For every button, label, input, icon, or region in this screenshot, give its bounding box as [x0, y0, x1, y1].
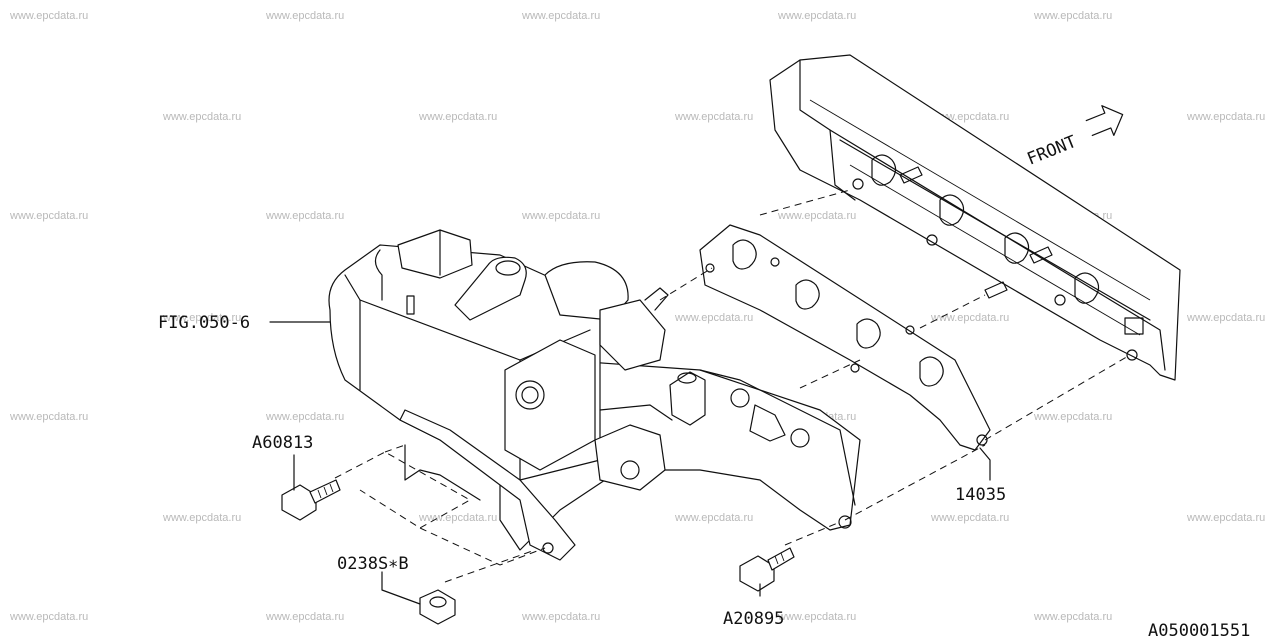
watermark-text: www.epcdata.ru: [522, 611, 601, 623]
watermark-text: www.epcdata.ru: [419, 512, 498, 524]
watermark-text: www.epcdata.ru: [266, 210, 345, 222]
label-bolt-a20895: A20895: [723, 609, 784, 629]
watermark-text: www.epcdata.ru: [419, 111, 498, 123]
watermark-text: www.epcdata.ru: [10, 210, 89, 222]
watermark-text: www.epcdata.ru: [931, 512, 1010, 524]
figure-code: A050001551: [1148, 621, 1250, 639]
watermark-text: www.epcdata.ru: [266, 10, 345, 22]
watermark-text: www.epcdata.ru: [1187, 312, 1266, 324]
watermark-text: www.epcdata.ru: [163, 111, 242, 123]
watermark-text: www.epcdata.ru: [1034, 411, 1113, 423]
intake-manifold-drawing: [328, 229, 861, 561]
watermark-text: www.epcdata.ru: [163, 512, 242, 524]
watermark-text: www.epcdata.ru: [266, 411, 345, 423]
watermark-text: www.epcdata.ru: [675, 312, 754, 324]
label-gasket-14035: 14035: [955, 485, 1006, 505]
watermark-text: www.epcdata.ru: [1187, 512, 1266, 524]
watermark-text: www.epcdata.ru: [10, 611, 89, 623]
watermark-text: www.epcdata.ru: [10, 411, 89, 423]
label-fig-ref: FIG.050-6: [158, 313, 250, 333]
watermark-text: www.epcdata.ru: [778, 210, 857, 222]
watermark-text: www.epcdata.ru: [675, 111, 754, 123]
label-bolt-a60813: A60813: [252, 433, 313, 453]
leader-lines: [269, 321, 991, 605]
watermark-text: www.epcdata.ru: [522, 10, 601, 22]
cylinder-head-drawing: [769, 54, 1181, 381]
nut-0238s-drawing: [419, 589, 456, 625]
watermark-text: www.epcdata.ru: [675, 512, 754, 524]
label-nut-0238s: 0238S∗B: [337, 554, 409, 574]
watermark-text: www.epcdata.ru: [778, 10, 857, 22]
alignment-lines: [334, 189, 1131, 583]
label-front: FRONT: [1024, 132, 1079, 170]
watermark-text: www.epcdata.ru: [522, 210, 601, 222]
bolt-a60813-drawing: [281, 479, 341, 521]
watermark-text: www.epcdata.ru: [1187, 111, 1266, 123]
watermark-text: www.epcdata.ru: [163, 312, 242, 324]
watermark-text: www.epcdata.ru: [1034, 611, 1113, 623]
front-arrow-icon: [1085, 105, 1124, 137]
watermark-text: www.epcdata.ru: [778, 611, 857, 623]
watermark-text: www.epcdata.ru: [1034, 10, 1113, 22]
watermark-text: www.epcdata.ru: [10, 10, 89, 22]
watermark-text: www.epcdata.ru: [266, 611, 345, 623]
watermark-text: www.epcdata.ru: [931, 312, 1010, 324]
bolt-a20895-drawing: [739, 547, 795, 592]
gasket-drawing: [699, 224, 991, 451]
